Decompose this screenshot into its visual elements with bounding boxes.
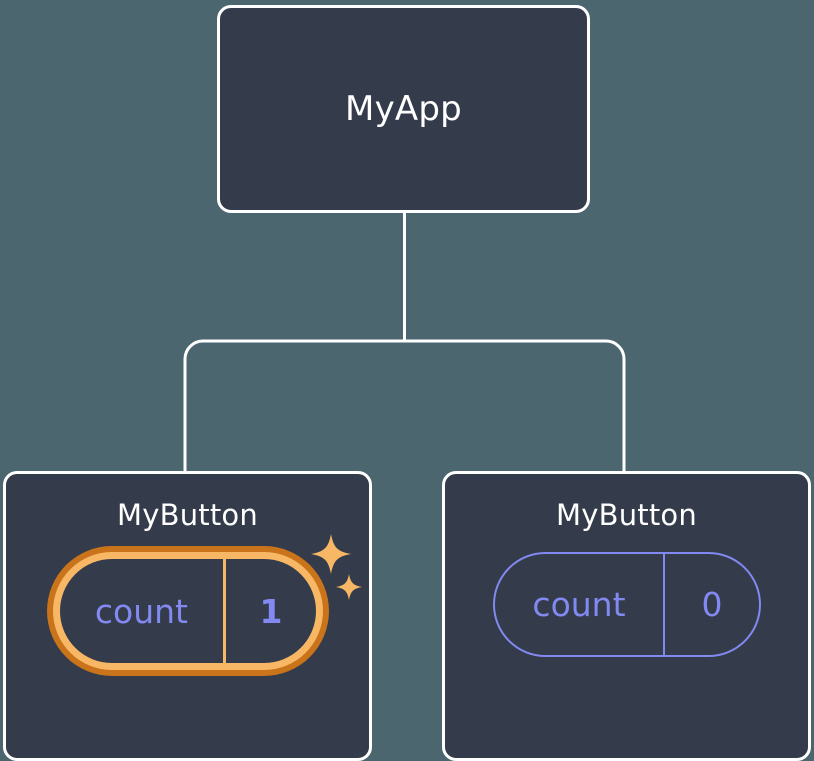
- state-key-label: count: [94, 591, 188, 631]
- state-pill-wrapper: count 0: [492, 552, 761, 657]
- node-title: MyButton: [556, 498, 697, 532]
- state-value-cell: 0: [663, 554, 758, 655]
- node-mybutton-1[interactable]: MyButton count 0: [442, 471, 811, 761]
- sparkle-small-icon: [335, 574, 362, 600]
- state-key-label: count: [532, 585, 626, 624]
- state-pill[interactable]: count 0: [492, 552, 761, 657]
- sparkle-large-icon: [310, 534, 351, 574]
- state-pill-wrapper: count 1: [52, 534, 362, 670]
- state-value-label: 0: [701, 585, 723, 624]
- diagram-canvas: MyApp MyButton count 1 MyButton: [3, 5, 811, 761]
- state-pill-highlighted[interactable]: count 1: [52, 552, 323, 670]
- state-key-cell: count: [60, 559, 224, 663]
- connector-branch-right: [404, 339, 626, 474]
- state-value-cell: 1: [223, 559, 315, 663]
- node-title: MyApp: [345, 89, 462, 129]
- connector-branch-left: [183, 339, 405, 474]
- state-key-cell: count: [495, 554, 664, 655]
- tree-connectors: [183, 213, 626, 474]
- node-title: MyButton: [117, 498, 258, 532]
- state-value-label: 1: [259, 591, 283, 631]
- node-mybutton-0[interactable]: MyButton count 1: [3, 471, 372, 761]
- node-myapp[interactable]: MyApp: [217, 5, 590, 213]
